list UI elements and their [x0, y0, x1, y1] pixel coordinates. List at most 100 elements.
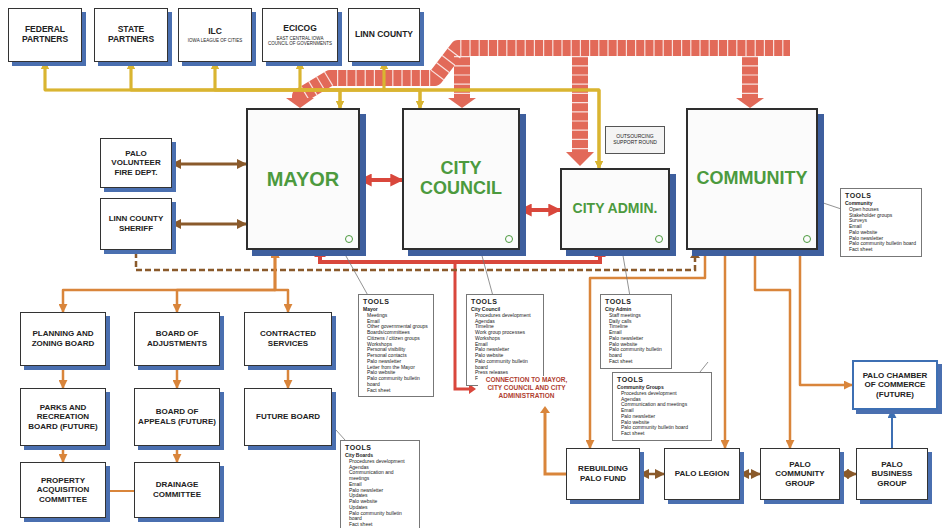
connector — [520, 208, 560, 212]
box-label: LINN COUNTY — [355, 30, 413, 40]
dashed-line — [136, 252, 695, 270]
box-label: PALO CHAMBER OF COMMERCE (FUTURE) — [857, 371, 933, 400]
organization-box: CONTRACTED SERVICES — [244, 312, 332, 366]
bracket-line — [320, 256, 600, 262]
connector — [176, 366, 179, 388]
leader-line — [336, 430, 345, 440]
tools-heading: TOOLS — [363, 298, 389, 306]
tools-heading: TOOLS — [617, 376, 643, 384]
leadership-box: CITY COUNCIL — [402, 108, 520, 250]
organization-box: PLANNING AND ZONING BOARD — [20, 312, 106, 366]
box-label: MAYOR — [267, 168, 340, 190]
organization-box: PARKS AND RECREATION BOARD (FUTURE) — [20, 388, 106, 446]
organization-box: PALO COMMUNITY GROUP — [760, 448, 840, 500]
tools-heading: TOOLS — [471, 298, 497, 306]
partner-box: ECICOGEAST CENTRAL IOWA COUNCIL OF GOVER… — [262, 8, 338, 62]
connector — [360, 178, 402, 182]
tools-item: Fact sheet — [363, 388, 390, 394]
tools-item: Palo community bulletin board — [345, 511, 415, 523]
organization-box: BOARD OF ADJUSTMENTS — [134, 312, 220, 366]
tools-heading: TOOLS — [345, 444, 371, 452]
box-label: CITY ADMIN. — [573, 201, 658, 216]
orange-return-link — [540, 406, 566, 474]
leadership-box: MAYOR — [246, 108, 360, 250]
box-label: PALO COMMUNITY GROUP — [764, 460, 836, 489]
connector — [131, 62, 599, 168]
organization-box: DRAINAGE COMMITTEE — [134, 462, 220, 518]
connector — [840, 473, 856, 476]
partner-box: STATE PARTNERS — [94, 8, 168, 62]
band-head — [448, 98, 476, 108]
connector — [275, 250, 288, 312]
band-head — [286, 98, 314, 108]
box-label: LINN COUNTY SHERIFF — [104, 214, 168, 233]
dashed-head — [690, 251, 700, 258]
box-label: PROPERTY ACQUISITION COMMITTEE — [24, 476, 102, 505]
connector — [343, 250, 368, 294]
connector — [740, 473, 760, 476]
box-label: BOARD OF ADJUSTMENTS — [138, 329, 216, 348]
connector — [177, 250, 275, 312]
organization-box: LINN COUNTY SHERIFF — [100, 198, 172, 250]
box-subtitle: IOWA LEAGUE OF CITIES — [188, 38, 242, 43]
connector — [384, 62, 420, 108]
tools-item: Palo community bulletin board — [363, 376, 429, 388]
band-brick — [742, 56, 758, 98]
connector — [45, 62, 340, 108]
box-label: FEDERAL PARTNERS — [12, 25, 78, 45]
box-label: STATE PARTNERS — [98, 25, 164, 45]
tools-box: TOOLSCommunityOpen housesStakeholder gro… — [840, 188, 922, 257]
connector — [215, 62, 420, 108]
organization-box: REBUILDING PALO FUND — [566, 448, 640, 500]
partner-box: FEDERAL PARTNERS — [8, 8, 82, 62]
connector — [287, 366, 290, 388]
band-branch — [572, 48, 588, 152]
connector — [172, 223, 246, 226]
box-label: COMMUNITY — [697, 169, 808, 189]
box-label: OUTSOURCING SUPPORT ROUND — [608, 134, 662, 146]
connector — [818, 201, 840, 208]
tools-item: Palo community bulletin board — [605, 347, 667, 359]
band-brick — [454, 56, 470, 98]
tools-box: TOOLSMayorMeetingsEmailOther governmenta… — [358, 294, 434, 397]
box-label: PARKS AND RECREATION BOARD (FUTURE) — [24, 403, 102, 432]
connector — [800, 250, 852, 385]
tools-item: Communication and meetings — [345, 470, 415, 482]
leadership-box: CITY ADMIN. — [560, 168, 670, 250]
connector — [640, 473, 664, 476]
connector — [480, 250, 492, 294]
connector — [724, 250, 727, 448]
bracket-head — [594, 251, 606, 257]
organization-box: FUTURE BOARD — [244, 388, 332, 446]
tools-item: Fact sheet — [845, 247, 872, 253]
support-box: OUTSOURCING SUPPORT ROUND — [605, 126, 665, 154]
box-label: REBUILDING PALO FUND — [570, 464, 636, 483]
connector-group — [45, 62, 892, 491]
tools-item: Fact sheet — [345, 522, 372, 528]
connector — [622, 250, 630, 294]
band-brick — [572, 56, 588, 152]
box-label: DRAINAGE COMMITTEE — [138, 480, 216, 499]
box-label: PALO LEGION — [675, 469, 730, 479]
leader-line — [700, 362, 708, 372]
tools-box: TOOLSCity BoardsProcedures developmentAg… — [340, 440, 420, 528]
box-label: BOARD OF APPEALS (FUTURE) — [138, 407, 216, 426]
band-head — [566, 152, 594, 166]
connector — [755, 250, 790, 448]
connector — [62, 366, 65, 388]
connector — [215, 62, 340, 108]
tools-box: TOOLSCity CouncilProcedures developmentA… — [466, 294, 544, 386]
connector — [63, 250, 275, 312]
tools-box: TOOLSCity AdminStaff meetingsDaily calls… — [600, 294, 672, 369]
leadership-box: COMMUNITY — [686, 108, 818, 250]
box-label: CONTRACTED SERVICES — [248, 329, 328, 348]
organization-box: BOARD OF APPEALS (FUTURE) — [134, 388, 220, 446]
box-label: FUTURE BOARD — [256, 412, 320, 422]
organization-box: PROPERTY ACQUISITION COMMITTEE — [20, 462, 106, 518]
organization-box: PALO CHAMBER OF COMMERCE (FUTURE) — [852, 360, 938, 410]
organization-box: PALO VOLUNTEER FIRE DEPT. — [100, 138, 172, 188]
box-label: PALO BUSINESS GROUP — [860, 460, 924, 489]
tools-item: Fact sheet — [605, 359, 632, 365]
tools-heading: TOOLS — [605, 298, 631, 306]
